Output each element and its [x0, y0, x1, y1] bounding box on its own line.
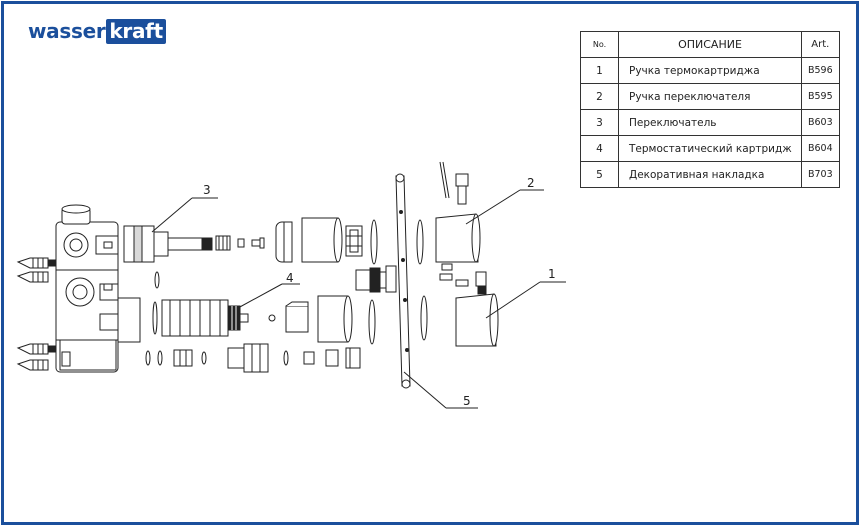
row-description: Ручка термокартриджа — [618, 57, 802, 84]
brand-logo: wasser kraft — [28, 16, 166, 46]
callout-3-label: 3 — [203, 183, 211, 197]
row-art: B603 — [801, 109, 840, 136]
diverter-small-parts — [215, 235, 265, 251]
cartridge-o-rings — [152, 271, 276, 335]
callout-3-leader — [151, 197, 218, 233]
parts-table: No. ОПИСАНИЕ Art. 1 Ручка термокартриджа… — [580, 31, 840, 188]
wall-anchor-bottom-left-1 — [16, 343, 59, 355]
header-description: ОПИСАНИЕ — [618, 31, 802, 58]
cartridge-spacer — [285, 301, 309, 333]
table-row: 3 Переключатель B603 — [580, 109, 840, 136]
bottom-fittings — [145, 343, 361, 373]
callout-5-leader — [403, 371, 478, 409]
row-no: 3 — [580, 109, 619, 136]
thermostat-handle — [455, 271, 499, 347]
table-row: 2 Ручка переключателя B595 — [580, 83, 840, 110]
thermostatic-cartridge — [161, 299, 249, 337]
o-ring-upper — [370, 219, 378, 265]
wall-anchor-mid-left — [16, 271, 49, 283]
row-description: Термостатический картридж — [618, 135, 802, 162]
logo-accent-text: kraft — [106, 18, 166, 44]
row-art: B595 — [801, 83, 840, 110]
center-adapter — [355, 265, 397, 293]
callout-5-label: 5 — [463, 394, 471, 408]
diverter-cartridge — [123, 225, 213, 263]
row-art: B703 — [801, 161, 840, 188]
cartridge-sleeve — [317, 295, 353, 343]
callout-1-label: 1 — [548, 267, 556, 281]
row-description: Ручка переключателя — [618, 83, 802, 110]
valve-body — [55, 204, 141, 373]
diverter-sleeve — [301, 217, 343, 263]
logo-main-text: wasser — [28, 19, 106, 43]
callout-1-leader — [485, 281, 566, 319]
row-description: Переключатель — [618, 109, 802, 136]
callout-4-label: 4 — [286, 271, 294, 285]
decorative-cover-plate — [395, 173, 411, 389]
wall-anchor-top-left — [16, 257, 59, 269]
callout-2-label: 2 — [527, 176, 535, 190]
row-art: B596 — [801, 57, 840, 84]
wall-anchor-bottom-left-2 — [16, 359, 49, 371]
callout-4-leader — [237, 283, 300, 309]
diverter-bushing — [345, 225, 363, 257]
table-row: 1 Ручка термокартриджа B596 — [580, 57, 840, 84]
table-row: 5 Декоративная накладка B703 — [580, 161, 840, 188]
row-no: 2 — [580, 83, 619, 110]
callout-2-leader — [465, 189, 544, 225]
table-row: 4 Термостатический картридж B604 — [580, 135, 840, 162]
diverter-handle — [435, 161, 481, 281]
row-description: Декоративная накладка — [618, 161, 802, 188]
diverter-spacer-ring — [275, 221, 293, 263]
o-ring-lower — [368, 299, 376, 345]
plate-o-rings — [416, 219, 428, 341]
